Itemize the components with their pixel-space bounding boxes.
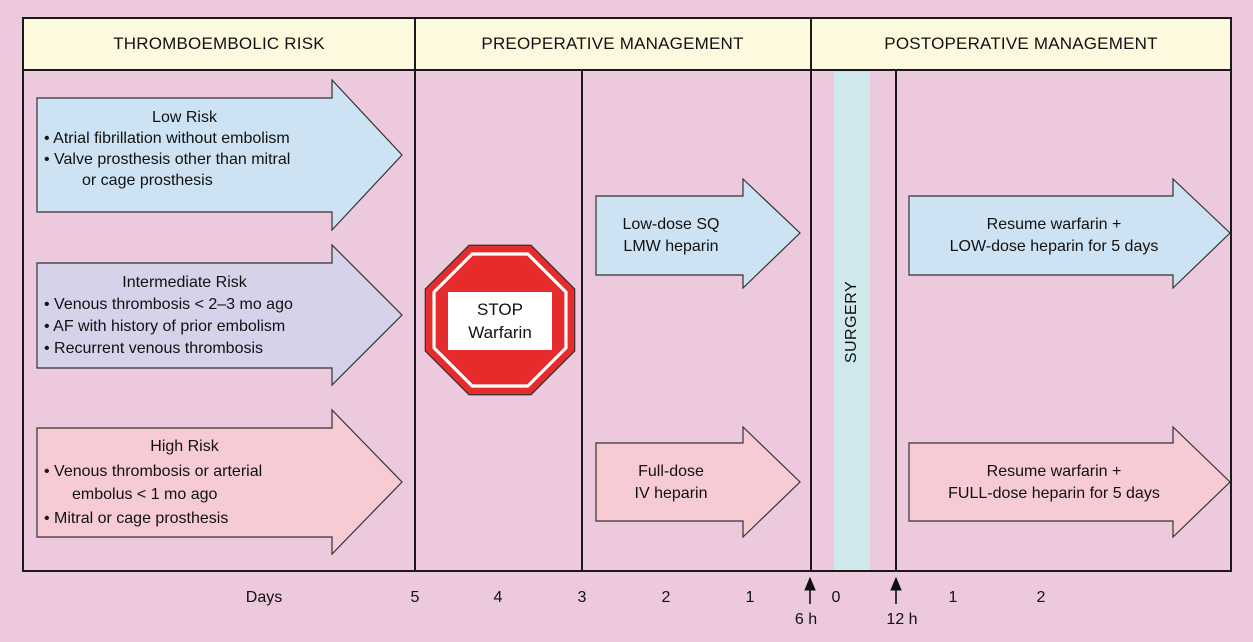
day-tick: 2	[1036, 589, 1046, 606]
intermediate-risk-title: Intermediate Risk	[122, 274, 247, 291]
preop-low-line-1: Low-dose SQ	[622, 216, 720, 233]
stop-warfarin-label: STOP Warfarin	[448, 292, 552, 350]
divider-preop-postop	[810, 19, 812, 570]
full-dose-heparin-arrow	[595, 425, 801, 539]
stop-label: STOP	[477, 300, 523, 319]
intermediate-risk-item-1: • Venous thrombosis < 2–3 mo ago	[44, 296, 293, 313]
diagram-frame	[22, 17, 1232, 572]
arrow-6h-marker-icon	[804, 576, 816, 604]
intermediate-risk-item-2: • AF with history of prior embolism	[44, 318, 286, 335]
low-risk-item-1: • Atrial fibrillation without embolism	[44, 130, 290, 147]
high-risk-item-1: • Venous thrombosis or arterial	[44, 463, 263, 480]
high-risk-title: High Risk	[150, 438, 219, 455]
preop-high-line-1: Full-dose	[638, 463, 704, 480]
postop-low-arrow	[908, 177, 1231, 290]
arrow-12h-marker-icon	[890, 576, 902, 604]
intermediate-risk-arrow	[36, 243, 403, 387]
low-risk-title: Low Risk	[152, 109, 217, 126]
postop-high-line-2: FULL-dose heparin for 5 days	[948, 485, 1160, 502]
day-tick: 1	[745, 589, 755, 606]
warfarin-label: Warfarin	[468, 323, 532, 342]
header-thromboembolic-risk: THROMBOEMBOLIC RISK	[113, 34, 325, 53]
high-risk-item-1-cont: embolus < 1 mo ago	[72, 486, 218, 503]
day-tick: 0	[831, 589, 841, 606]
header-row	[24, 19, 1230, 71]
day-tick: 3	[577, 589, 587, 606]
surgery-band	[834, 72, 870, 570]
days-label: Days	[245, 589, 283, 606]
preop-high-line-2: IV heparin	[634, 485, 708, 502]
high-risk-arrow	[36, 408, 403, 556]
low-risk-arrow	[36, 78, 403, 232]
day-tick: 1	[948, 589, 958, 606]
postop-low-line-2: LOW-dose heparin for 5 days	[949, 238, 1159, 255]
intermediate-risk-item-3: • Recurrent venous thrombosis	[44, 340, 264, 357]
low-risk-item-2: • Valve prosthesis other than mitral	[44, 151, 291, 168]
postop-low-line-1: Resume warfarin +	[986, 216, 1122, 233]
header-postoperative-management: POSTOPERATIVE MANAGEMENT	[884, 34, 1158, 53]
day-tick: 4	[493, 589, 503, 606]
postop-high-line-1: Resume warfarin +	[986, 463, 1122, 480]
high-risk-item-2: • Mitral or cage prosthesis	[44, 510, 229, 527]
day-tick: 5	[410, 589, 420, 606]
divider-12h	[895, 71, 897, 570]
marker-6h-label: 6 h	[794, 611, 818, 628]
low-risk-item-2-cont: or cage prosthesis	[82, 172, 213, 189]
low-dose-heparin-arrow	[595, 177, 801, 290]
header-preoperative-management: PREOPERATIVE MANAGEMENT	[481, 34, 744, 53]
divider-day-3	[581, 71, 583, 570]
divider-day-5	[414, 19, 416, 570]
day-tick: 2	[661, 589, 671, 606]
marker-12h-label: 12 h	[886, 611, 918, 628]
postop-full-arrow	[908, 425, 1231, 539]
preop-low-line-2: LMW heparin	[623, 238, 719, 255]
